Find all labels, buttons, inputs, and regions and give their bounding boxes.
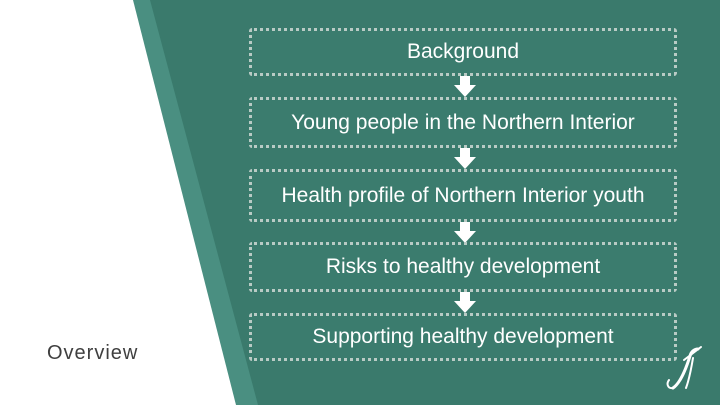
down-arrow-icon (454, 76, 476, 97)
institution-logo-icon (666, 346, 702, 390)
flow-step-health-profile: Health profile of Northern Interior yout… (249, 169, 677, 222)
flow-step-young-people: Young people in the Northern Interior (249, 97, 677, 148)
flow-step-label: Background (406, 40, 520, 63)
down-arrow-icon (454, 148, 476, 169)
flow-step-label: Risks to healthy development (325, 255, 601, 278)
flow-step-supporting: Supporting healthy development (249, 313, 677, 361)
flow-step-label: Supporting healthy development (312, 325, 614, 348)
down-arrow-icon (454, 292, 476, 313)
flow-step-label: Health profile of Northern Interior yout… (281, 183, 645, 207)
flow-step-background: Background (249, 28, 677, 76)
flow-step-label: Young people in the Northern Interior (291, 110, 635, 134)
section-title: Overview (47, 342, 139, 364)
down-arrow-icon (454, 222, 476, 243)
flow-step-risks: Risks to healthy development (249, 242, 677, 292)
